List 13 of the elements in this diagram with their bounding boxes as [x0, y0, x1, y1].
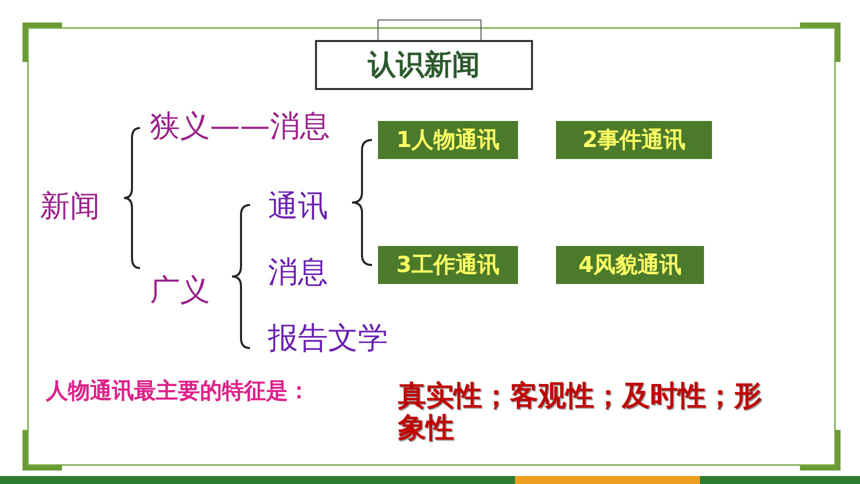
branch-label: 报告文学	[268, 320, 388, 358]
root-label: 新闻	[40, 188, 100, 226]
question-text: 人物通讯最主要的特征是：	[46, 378, 310, 406]
answer-text: 真实性；客观性；及时性；形象性	[398, 380, 763, 444]
branch-label: 狭义——消息	[150, 108, 330, 146]
branch-label: 通讯	[268, 188, 328, 226]
branch-label: 消息	[268, 254, 328, 292]
category-box: 4风貌通讯	[556, 246, 704, 284]
category-box: 3工作通讯	[378, 246, 518, 284]
title-box: 认识新闻	[315, 40, 533, 90]
category-box: 2事件通讯	[556, 121, 712, 159]
branch-label: 广义	[150, 272, 210, 310]
category-box: 1人物通讯	[378, 121, 518, 159]
